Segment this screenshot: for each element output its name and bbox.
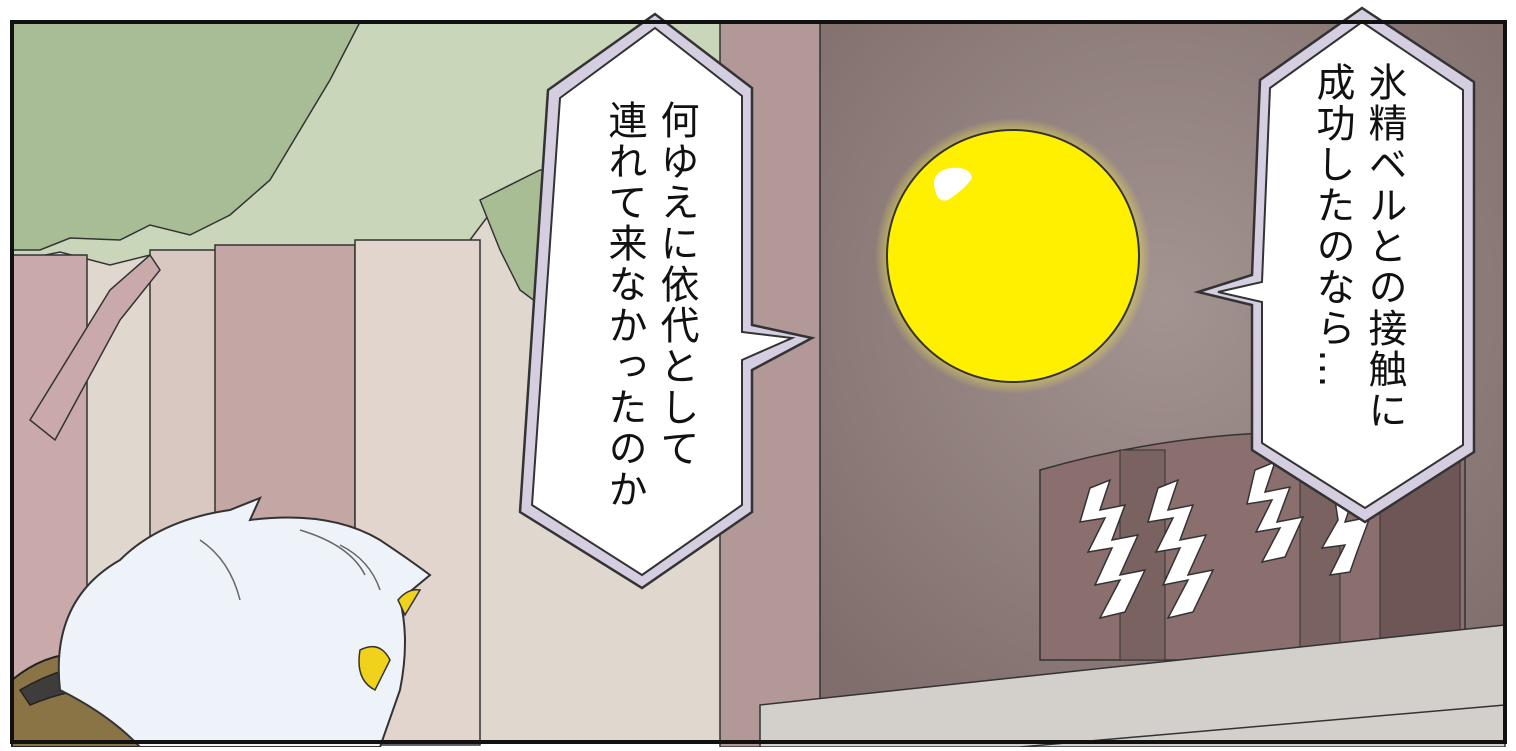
speech-right-line2: 成功したのなら…: [1310, 62, 1355, 390]
speech-left-line1: 何ゆえに依代として: [654, 100, 699, 469]
speech-bubble-right: [1217, 20, 1464, 510]
panel-border: [10, 20, 1507, 744]
speech-left-line2: 連れて来なかったのか: [602, 100, 647, 510]
character-hair: [57, 496, 432, 748]
yellow-orb: [886, 129, 1140, 383]
tree-foliage-dark: [11, 21, 362, 251]
shide-paper: [1078, 460, 1372, 620]
stump-band: [1119, 449, 1166, 661]
character-accessory-yellow: [358, 645, 391, 692]
speech-bubble-left: [530, 26, 796, 577]
character-ear-yellow: [397, 588, 422, 617]
orb-highlight: [934, 167, 972, 201]
speech-right-line1: 氷精ベルとの接触に: [1362, 62, 1407, 431]
branch: [29, 253, 161, 442]
speech-left-text: 何ゆえに依代として 連れて来なかったのか: [598, 100, 702, 540]
character-hair-detail: [199, 529, 381, 601]
speech-right-text: 氷精ベルとの接触に 成功したのなら…: [1306, 62, 1410, 472]
